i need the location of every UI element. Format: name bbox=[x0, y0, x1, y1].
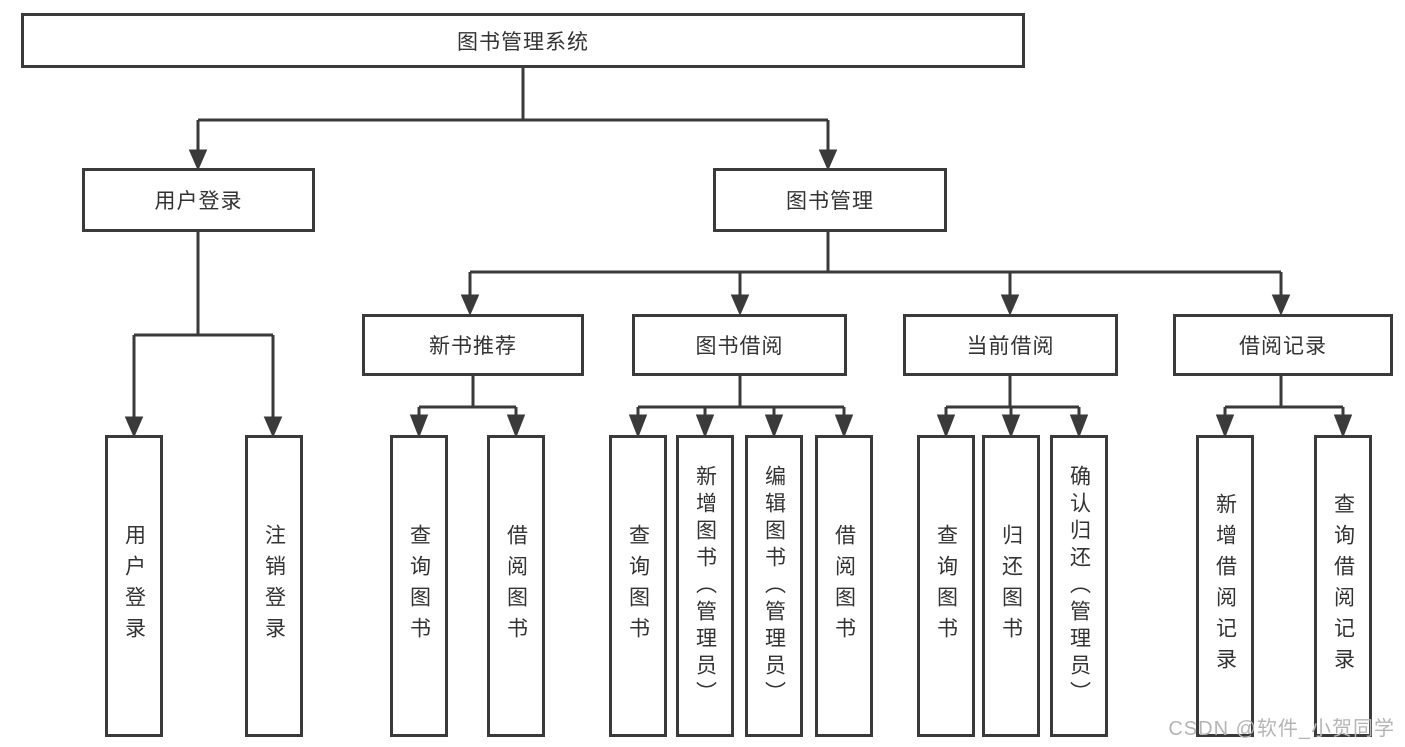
node-book-borrow: 图书借阅 bbox=[632, 314, 847, 376]
leaf-edit-book-admin-label: 编辑图书（管理员） bbox=[762, 464, 786, 708]
node-user-login: 用户登录 bbox=[82, 168, 315, 232]
node-book-management: 图书管理 bbox=[713, 168, 947, 232]
leaf-return-book: 归还图书 bbox=[982, 435, 1040, 737]
leaf-borrow-book-recommend-label: 借阅图书 bbox=[504, 524, 528, 648]
node-borrow-record: 借阅记录 bbox=[1173, 314, 1393, 376]
node-current-borrow: 当前借阅 bbox=[903, 314, 1118, 376]
leaf-query-book-recommend: 查询图书 bbox=[390, 435, 448, 737]
leaf-add-borrow-record: 新增借阅记录 bbox=[1196, 435, 1254, 737]
leaf-borrow-book-recommend: 借阅图书 bbox=[487, 435, 545, 737]
node-borrow-record-label: 借阅记录 bbox=[1239, 335, 1327, 358]
edge-current-borrow-to-leaves bbox=[936, 376, 1089, 439]
leaf-logout: 注销登录 bbox=[245, 435, 303, 737]
leaf-query-book-borrow: 查询图书 bbox=[609, 435, 667, 737]
leaf-user-login-label: 用户登录 bbox=[122, 524, 146, 648]
node-root-system: 图书管理系统 bbox=[21, 13, 1025, 68]
leaf-query-book-borrow-label: 查询图书 bbox=[626, 524, 650, 648]
leaf-add-borrow-record-label: 新增借阅记录 bbox=[1213, 493, 1237, 679]
edge-user-login-to-leaves bbox=[124, 232, 283, 438]
node-current-borrow-label: 当前借阅 bbox=[966, 335, 1055, 358]
node-new-book-recommend-label: 新书推荐 bbox=[429, 335, 517, 358]
edge-borrow-record-to-leaves bbox=[1215, 376, 1353, 439]
leaf-query-book-recommend-label: 查询图书 bbox=[407, 524, 431, 648]
node-user-login-label: 用户登录 bbox=[154, 190, 243, 213]
edge-new-book-to-leaves bbox=[409, 376, 526, 439]
leaf-confirm-return-admin: 确认归还（管理员） bbox=[1050, 435, 1108, 737]
leaf-add-book-admin: 新增图书（管理员） bbox=[676, 435, 734, 737]
leaf-confirm-return-admin-label: 确认归还（管理员） bbox=[1067, 464, 1091, 708]
node-book-borrow-label: 图书借阅 bbox=[695, 335, 784, 358]
edge-root-to-level2 bbox=[188, 68, 838, 171]
leaf-user-login: 用户登录 bbox=[105, 435, 163, 737]
leaf-query-book-current-label: 查询图书 bbox=[934, 524, 958, 648]
node-new-book-recommend: 新书推荐 bbox=[362, 314, 584, 376]
node-book-management-label: 图书管理 bbox=[786, 190, 874, 213]
leaf-add-book-admin-label: 新增图书（管理员） bbox=[693, 464, 717, 708]
leaf-query-borrow-record: 查询借阅记录 bbox=[1314, 435, 1372, 737]
leaf-query-book-current: 查询图书 bbox=[917, 435, 975, 737]
node-root-label: 图书管理系统 bbox=[457, 30, 589, 54]
leaf-return-book-label: 归还图书 bbox=[999, 524, 1023, 648]
leaf-logout-label: 注销登录 bbox=[262, 524, 286, 648]
csdn-watermark: CSDN @软件_小贺同学 bbox=[1168, 718, 1395, 740]
edge-book-mgmt-to-level3 bbox=[460, 232, 1291, 316]
leaf-borrow-book: 借阅图书 bbox=[815, 435, 873, 737]
edge-book-borrow-to-leaves bbox=[628, 376, 854, 439]
leaf-query-borrow-record-label: 查询借阅记录 bbox=[1331, 493, 1355, 679]
leaf-borrow-book-label: 借阅图书 bbox=[832, 524, 856, 648]
leaf-edit-book-admin: 编辑图书（管理员） bbox=[745, 435, 803, 737]
